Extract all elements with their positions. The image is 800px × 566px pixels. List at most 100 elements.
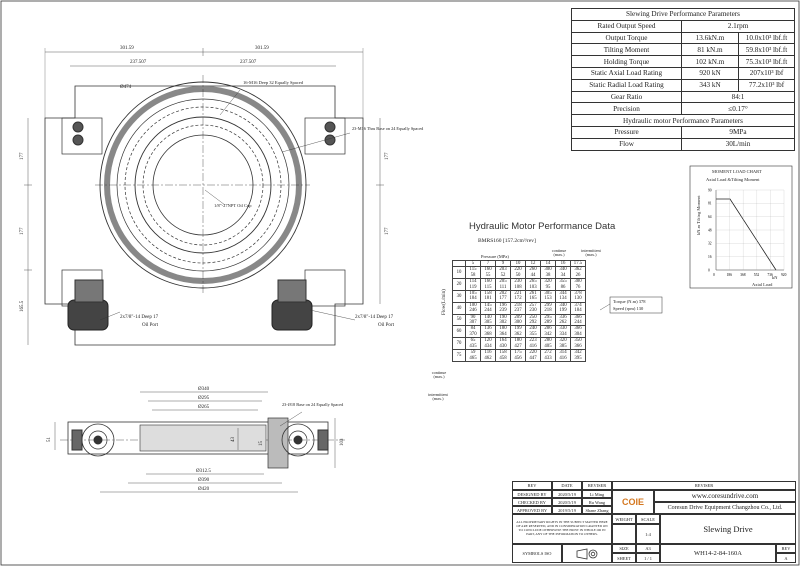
torque-value: 140: [484, 314, 492, 320]
torque-value: 295: [544, 314, 552, 320]
flow-header: 60: [452, 325, 466, 339]
left-motor: [67, 299, 109, 331]
motor-title: Hydraulic Motor Performance Data: [469, 221, 616, 232]
tb-designed-name: Li Ming: [582, 490, 612, 498]
speed-value: 302: [499, 320, 507, 326]
speed-value: 165: [529, 296, 537, 302]
chart-subtitle: Axial Load &Tilting Moment: [706, 177, 760, 182]
torque-callout-box: [609, 296, 663, 314]
chart-xlabel: Axial Load: [752, 282, 773, 287]
torque-value: 220: [514, 267, 522, 273]
speed-value: 334: [559, 331, 567, 337]
speed-value: 370: [469, 331, 477, 337]
callout-speed: Speed (rpm) 130: [613, 306, 644, 311]
x-tick-label: 552: [754, 273, 760, 277]
left-worm-shaft: [93, 435, 103, 445]
tb-approved-date: 2019/5/19: [552, 506, 582, 514]
x-tick-label: 920: [781, 273, 787, 277]
torque-value: 299: [544, 302, 552, 308]
leader: [99, 311, 121, 321]
x-tick-label: 368: [740, 273, 746, 277]
torque-value: 105: [469, 291, 477, 297]
speed-value: 456: [514, 355, 522, 361]
leader: [279, 411, 303, 427]
performance-parameters-table: Slewing Drive Performance Parameters Rat…: [571, 8, 795, 151]
tb-notice: ALL PROPRIETARY RIGHTS IN THE SUBJECT MA…: [512, 514, 612, 544]
torque-value: 202: [499, 291, 507, 297]
right-bottom-flange: [304, 269, 346, 307]
speed-value: 300: [514, 320, 522, 326]
torque-value: 160: [484, 279, 492, 285]
flow-header: 40: [452, 301, 466, 315]
tb-checked-name: Ru Wang: [582, 498, 612, 506]
dim-d312: Ø312.5: [196, 469, 211, 474]
speed-value: 262: [559, 320, 567, 326]
x-tick-label: 0: [713, 273, 715, 277]
tb-approved-name: Shane Zhang: [582, 506, 612, 514]
torque-value: 199: [514, 326, 522, 332]
tb-symbols: SYMBOLS ISO: [512, 544, 562, 563]
tb-reviser-header-2: REVISER: [612, 481, 796, 490]
hyd-value: 30L/min: [681, 137, 795, 151]
y-tick-label: 81: [708, 202, 712, 206]
tb-sheet-label: SHEET: [612, 553, 636, 563]
y-tick-label: 64: [708, 215, 712, 219]
callout-torque: Torque (N.m) 378: [613, 299, 646, 304]
torque-value: 164: [499, 338, 507, 344]
top-view: [24, 48, 384, 346]
dim-left-h1: 177: [20, 152, 25, 160]
y-tick-label: 16: [708, 255, 712, 259]
torque-value: 380: [574, 279, 582, 285]
speed-value: 434: [484, 343, 492, 349]
pressure-header: 17.5: [570, 259, 586, 268]
boss: [72, 121, 84, 133]
torque-value: 320: [544, 279, 552, 285]
torque-value: 100: [469, 302, 477, 308]
note-oil-left-label: Oil Port: [142, 323, 159, 328]
torque-value: 158: [484, 291, 492, 297]
dim-top-right: 301.59: [255, 46, 269, 51]
hyd-label: Pressure: [571, 125, 682, 139]
projection-symbol-icon: [576, 548, 598, 559]
torque-value: 180: [514, 338, 522, 344]
left-top-flange: [61, 117, 103, 155]
tb-designed-label: DESIGNED BY: [512, 490, 552, 498]
hyd-value: 9MPa: [681, 125, 795, 139]
torque-value: 374: [574, 302, 582, 308]
spec-value: 13.6kN.m: [681, 31, 739, 45]
right-worm-shaft: [293, 435, 303, 445]
torque-value: 272: [544, 350, 552, 356]
speed-value: 289: [544, 320, 552, 326]
torque-value: 336: [559, 314, 567, 320]
note-oil-right-label: Oil Port: [378, 323, 395, 328]
right-cap: [317, 429, 329, 451]
torque-value: 190: [499, 314, 507, 320]
tb-date-header: DATE: [552, 481, 582, 490]
section-ring: [139, 424, 267, 452]
speed-value: 134: [559, 296, 567, 302]
dim-inner-right: 237.507: [240, 60, 257, 65]
torque-value: 260: [529, 267, 537, 273]
spec-label: Tilting Moment: [571, 43, 682, 57]
speed-value: 26: [575, 272, 581, 278]
hyd-label: Flow: [571, 137, 682, 151]
tb-approved-label: APPROVED BY: [512, 506, 552, 514]
x-tick-label: 186: [727, 273, 733, 277]
spec-value: 75.3x10³ lbf.ft: [738, 55, 795, 68]
